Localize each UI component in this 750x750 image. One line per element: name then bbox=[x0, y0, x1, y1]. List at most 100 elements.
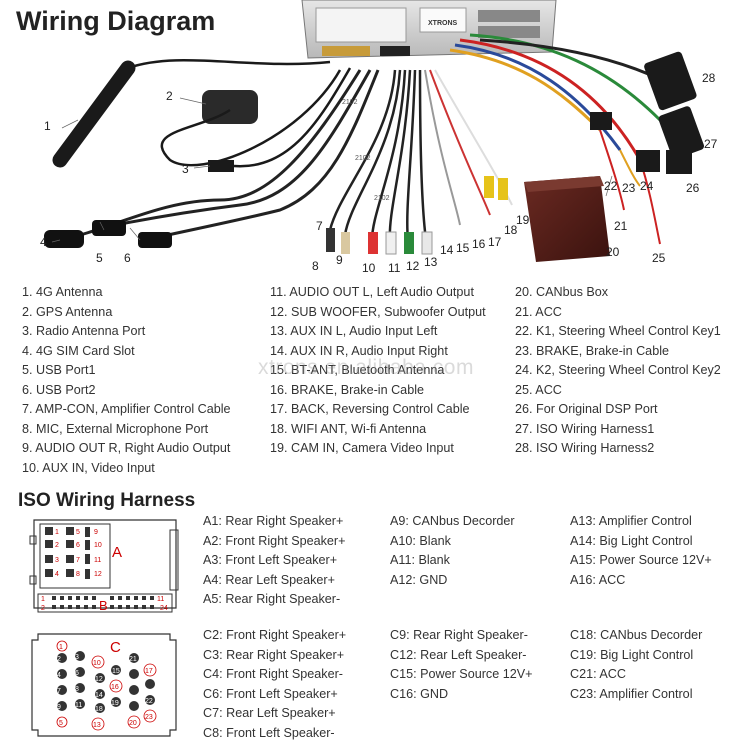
pin-desc: C9: Rear Right Speaker- bbox=[390, 628, 528, 642]
pin-desc: C23: Amplifier Control bbox=[570, 686, 693, 701]
cable-tag-2: 2102 bbox=[355, 155, 371, 162]
connector-a-label: A bbox=[112, 544, 122, 561]
pin-desc: C7: Rear Left Speaker+ bbox=[203, 706, 336, 720]
pin-a11: 11 bbox=[94, 557, 101, 564]
pin-c15: 15 bbox=[112, 668, 120, 675]
pin-a3: 3 bbox=[55, 557, 59, 564]
pin-c19: 19 bbox=[111, 700, 119, 707]
rca-cables: 2102 2102 2102 bbox=[326, 69, 513, 255]
pin-c7: 7 bbox=[57, 688, 61, 695]
4g-antenna bbox=[52, 58, 331, 168]
pin-desc: C4: Front Right Speaker- bbox=[203, 667, 343, 681]
pin-c17: 17 bbox=[145, 668, 153, 675]
iso-group2-col3: C18: CANbus Decorder C19: Big Light Cont… bbox=[570, 626, 702, 704]
pin-c18: 18 bbox=[95, 706, 103, 713]
pin-a12: 12 bbox=[94, 571, 102, 578]
pin-desc: A5: Rear Right Speaker- bbox=[203, 592, 341, 606]
iso-group1-col1: A1: Rear Right Speaker+ A2: Front Right … bbox=[203, 512, 345, 610]
legend-item: 25. ACC bbox=[515, 382, 562, 397]
connector-b-label: B bbox=[99, 598, 108, 613]
pin-c22: 22 bbox=[145, 698, 153, 705]
callout-12: 12 bbox=[406, 259, 420, 273]
pin-c11: 11 bbox=[75, 702, 82, 709]
iso-group2-col2: C9: Rear Right Speaker- C12: Rear Left S… bbox=[390, 626, 532, 704]
legend-item: 7. AMP-CON, Amplifier Control Cable bbox=[22, 402, 231, 416]
pin-desc: A2: Front Right Speaker+ bbox=[203, 533, 346, 548]
pin-desc: C19: Big Light Control bbox=[570, 647, 694, 662]
callout-15: 15 bbox=[456, 241, 470, 255]
wire-harness bbox=[449, 33, 704, 245]
pin-b2: 2 bbox=[41, 605, 45, 612]
pin-c3: 3 bbox=[75, 654, 79, 661]
pin-b1: 1 bbox=[41, 596, 45, 603]
pin-desc: A12: GND bbox=[390, 572, 448, 587]
iso-section-title: ISO Wiring Harness bbox=[18, 490, 196, 511]
legend-col1: 1. 4G Antenna 2. GPS Antenna 3. Radio An… bbox=[22, 283, 231, 478]
pin-c6: 6 bbox=[75, 670, 79, 677]
pin-desc: C3: Rear Right Speaker+ bbox=[203, 647, 345, 662]
legend-item: 11. AUDIO OUT L, Left Audio Output bbox=[270, 285, 474, 299]
legend-item: 13. AUX IN L, Audio Input Left bbox=[270, 324, 438, 338]
callout-8: 8 bbox=[312, 259, 319, 273]
legend-item: 9. AUDIO OUT R, Right Audio Output bbox=[22, 441, 231, 455]
page-title: Wiring Diagram bbox=[16, 6, 216, 36]
gps-antenna bbox=[160, 69, 342, 167]
legend-col3: 20. CANbus Box 21. ACC 22. K1, Steering … bbox=[515, 283, 721, 459]
pin-desc: C2: Front Right Speaker+ bbox=[203, 628, 347, 642]
pin-desc: C8: Front Left Speaker- bbox=[203, 725, 335, 740]
wiring-photo: XTRONS bbox=[40, 0, 718, 275]
legend-item: 28. ISO Wiring Harness2 bbox=[515, 441, 655, 455]
pin-desc: A3: Front Left Speaker+ bbox=[203, 553, 338, 567]
pin-desc: A9: CANbus Decorder bbox=[390, 514, 515, 528]
callout-28: 28 bbox=[702, 71, 716, 85]
pin-a4: 4 bbox=[55, 571, 59, 578]
callout-6: 6 bbox=[124, 251, 131, 265]
pin-b24: 24 bbox=[160, 605, 168, 612]
legend-item: 15. BT-ANT, Bluetooth Antenna bbox=[270, 363, 445, 377]
callout-16: 16 bbox=[472, 237, 486, 251]
pin-c10: 10 bbox=[93, 660, 101, 667]
legend-item: 1. 4G Antenna bbox=[22, 285, 103, 299]
callout-22: 22 bbox=[604, 179, 618, 193]
pin-c20: 20 bbox=[129, 720, 137, 727]
pin-desc: A11: Blank bbox=[390, 553, 450, 567]
legend-item: 18. WIFI ANT, Wi-fi Antenna bbox=[270, 421, 427, 436]
legend-item: 27. ISO Wiring Harness1 bbox=[515, 421, 655, 436]
legend-item: 2. GPS Antenna bbox=[22, 304, 113, 319]
pin-c14: 14 bbox=[95, 692, 103, 699]
pin-c12: 12 bbox=[95, 676, 103, 683]
callout-20: 20 bbox=[606, 245, 620, 259]
pin-desc: A13: Amplifier Control bbox=[570, 514, 692, 528]
pin-desc: C12: Rear Left Speaker- bbox=[390, 647, 527, 662]
connector-c: C 1 2 3 4 5 6 7 8 9 10 11 bbox=[31, 633, 177, 737]
pin-c23: 23 bbox=[145, 714, 153, 721]
callout-13: 13 bbox=[424, 255, 438, 269]
pin-c8: 8 bbox=[75, 686, 79, 693]
legend-col2: 11. AUDIO OUT L, Left Audio Output 12. S… bbox=[270, 283, 486, 459]
pin-b11: 11 bbox=[157, 596, 164, 603]
pin-a10: 10 bbox=[94, 542, 102, 549]
callouts: 1 2 3 4 5 6 7 8 9 10 11 12 13 14 15 16 1… bbox=[40, 71, 718, 275]
callout-10: 10 bbox=[362, 261, 376, 275]
callout-21: 21 bbox=[614, 219, 628, 233]
unit-brand: XTRONS bbox=[428, 20, 458, 27]
callout-1: 1 bbox=[44, 119, 51, 133]
canbus-box bbox=[524, 176, 610, 262]
callout-9: 9 bbox=[336, 253, 343, 267]
iso-group1-col3: A13: Amplifier Control A14: Big Light Co… bbox=[570, 512, 712, 590]
pin-a1: 1 bbox=[55, 529, 59, 536]
connector-top: 1 5 9 2 6 10 3 7 11 4 8 12 A bbox=[29, 519, 179, 613]
legend-item: 19. CAM IN, Camera Video Input bbox=[270, 441, 454, 455]
pin-c5: 5 bbox=[59, 720, 63, 727]
legend-item: 12. SUB WOOFER, Subwoofer Output bbox=[270, 304, 486, 319]
iso-group2-col1: C2: Front Right Speaker+ C3: Rear Right … bbox=[203, 626, 346, 743]
callout-2: 2 bbox=[166, 89, 173, 103]
legend-item: 6. USB Port2 bbox=[22, 382, 96, 397]
watermark: xtrons.en.alibaba.com bbox=[258, 356, 474, 379]
callout-25: 25 bbox=[652, 251, 666, 265]
callout-17: 17 bbox=[488, 235, 502, 249]
callout-24: 24 bbox=[640, 179, 654, 193]
legend-item: 21. ACC bbox=[515, 304, 562, 319]
pin-c13: 13 bbox=[93, 722, 101, 729]
pin-a7: 7 bbox=[76, 557, 80, 564]
